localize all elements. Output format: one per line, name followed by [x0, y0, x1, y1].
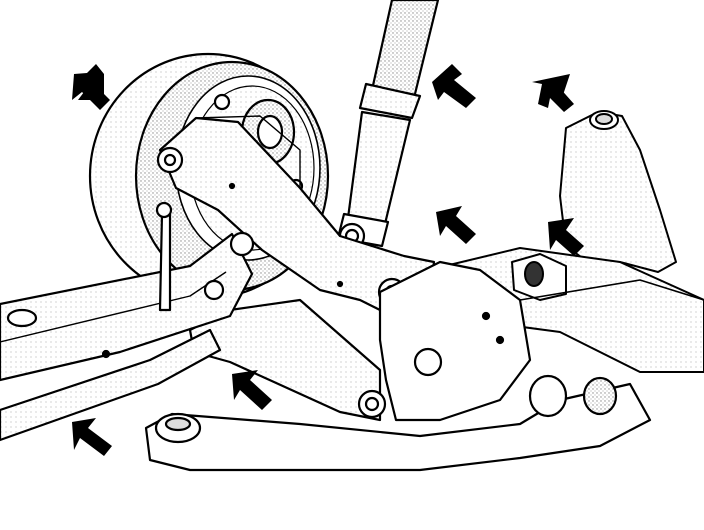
callout-arrow-icon [436, 206, 476, 244]
shock-absorber [336, 0, 440, 250]
callout-arrows [72, 64, 584, 456]
callout-arrow-icon [232, 370, 272, 410]
callout-arrow-icon [542, 78, 574, 112]
stabilizer-bar-left [0, 201, 255, 442]
lower-crossmember [144, 374, 652, 472]
subframe-bracket [378, 260, 704, 422]
callout-arrow-icon [548, 218, 584, 256]
callout-arrow-icon [72, 418, 112, 456]
callout-arrow-icon [432, 64, 476, 108]
callout-arrow-icon [72, 72, 110, 110]
